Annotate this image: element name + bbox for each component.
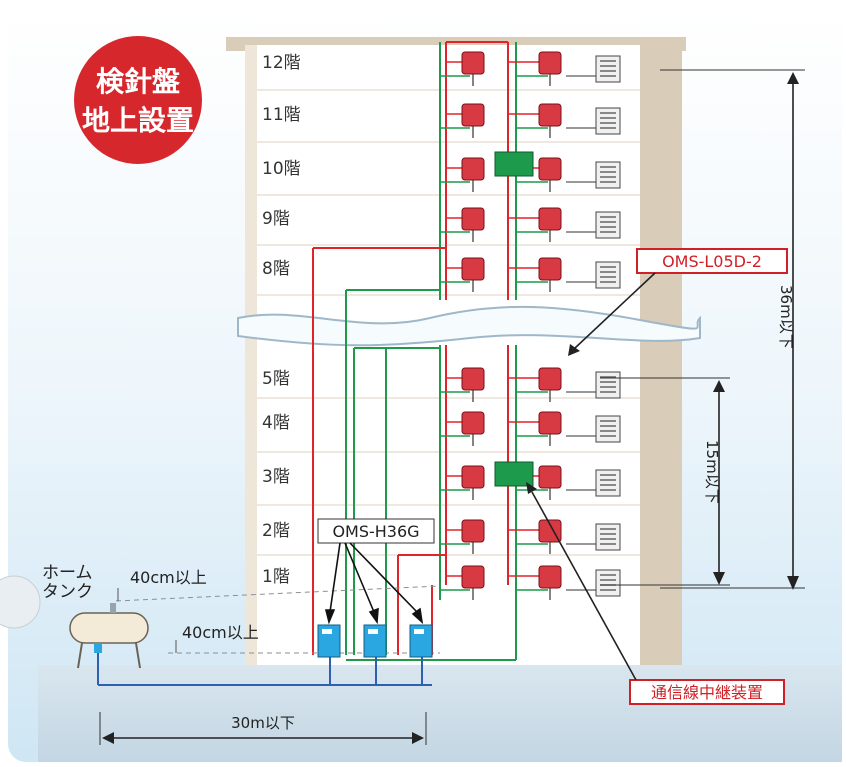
oms-l05d-arrowhead [568, 344, 580, 356]
floor-lines [257, 89, 640, 556]
dim-15-arrow-bottom [713, 572, 725, 585]
dim-36-arrow-bottom [787, 576, 799, 590]
oms-l05d-callout [636, 248, 788, 274]
water-heater [595, 211, 621, 239]
clearance-bottom-label: 40cm以上 [182, 623, 259, 642]
home-tank [69, 603, 149, 669]
clearance-top-label: 40cm以上 [130, 568, 207, 587]
meter-unit [461, 465, 485, 489]
oms-h36g-callout [317, 518, 435, 544]
meter-unit [538, 207, 562, 231]
water-heater [595, 371, 621, 399]
meter-unit [461, 257, 485, 281]
dim-36-arrow-top [787, 72, 799, 84]
water-heater [595, 523, 621, 551]
floor-label: 12階 [262, 53, 301, 73]
oms-l05d-label: OMS-L05D-2 [662, 252, 762, 271]
building-left-wall [245, 45, 257, 665]
relay-label: 通信線中継装置 [651, 683, 763, 702]
meter-unit [461, 519, 485, 543]
floor-labels: 12階 11階 10階 9階 8階 5階 4階 3階 2階 1階 [262, 53, 301, 587]
meter-unit [538, 565, 562, 589]
relay-arrowhead [526, 482, 537, 494]
meter-unit [461, 411, 485, 435]
water-heater [595, 107, 621, 135]
meter-unit [538, 367, 562, 391]
meter-unit [538, 157, 562, 181]
floor-label: 11階 [262, 105, 301, 125]
meter-unit [538, 51, 562, 75]
meter-unit [461, 367, 485, 391]
oms-h36g-arrows [324, 542, 424, 625]
badge-line1: 検針盤 [96, 65, 181, 98]
clearance-line-top [115, 585, 441, 602]
floor-label: 5階 [262, 369, 290, 389]
floor-label: 9階 [262, 209, 290, 229]
floor-label: 2階 [262, 521, 290, 541]
oms-h36g-label: OMS-H36G [332, 522, 419, 541]
relay-leader [531, 491, 637, 681]
meter-unit [538, 103, 562, 127]
water-heater [595, 415, 621, 443]
water-heater [595, 55, 621, 83]
relay-box-upper [494, 151, 534, 177]
floor-label: 1階 [262, 567, 290, 587]
meter-unit [461, 103, 485, 127]
meter-units [461, 51, 621, 600]
relay-callout [629, 679, 785, 705]
badge-line2: 地上設置 [82, 104, 194, 137]
building [226, 37, 686, 665]
floor-label: 3階 [262, 467, 290, 487]
floor-label: 8階 [262, 259, 290, 279]
meter-unit [461, 565, 485, 589]
oms-l05d-leader [574, 272, 656, 349]
meter-unit [538, 465, 562, 489]
badge-circle [74, 36, 202, 164]
building-side-wall [640, 45, 682, 665]
home-tank-label-2: タンク [42, 582, 93, 602]
water-heater [595, 261, 621, 289]
relay-box-lower [494, 461, 534, 487]
water-heater [595, 469, 621, 497]
dim-30-label: 30m以下 [231, 714, 295, 732]
dim-15-arrow-top [713, 380, 725, 392]
floor-break [237, 305, 701, 347]
water-heater [595, 161, 621, 189]
meter-unit [538, 257, 562, 281]
dim-30-arrow-right [412, 732, 424, 744]
building-body [245, 45, 640, 665]
floor-label: 4階 [262, 413, 290, 433]
meter-unit [461, 207, 485, 231]
meter-unit [461, 157, 485, 181]
page-tab-circle [0, 575, 41, 629]
meter-unit [538, 411, 562, 435]
dim-15-label: 15m以下 [703, 440, 721, 504]
home-tank-label-1: ホーム [42, 563, 93, 583]
gas-panels [317, 624, 433, 658]
dim-36-label: 36m以下 [777, 285, 795, 349]
dim-30-arrow-left [102, 732, 114, 744]
meter-unit [461, 51, 485, 75]
water-heater [595, 569, 621, 597]
floor-label: 10階 [262, 159, 301, 179]
